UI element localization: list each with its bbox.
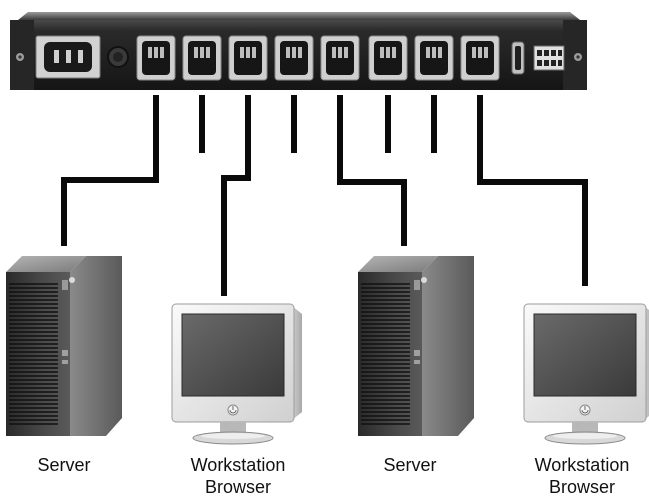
power-outlet-icon — [320, 35, 360, 81]
power-button-icon — [69, 277, 75, 283]
server-tower-icon — [358, 256, 474, 436]
outlet-row — [136, 35, 500, 81]
workstation-monitor-icon — [523, 303, 649, 445]
rack-screw-icon — [574, 53, 582, 61]
dip-switch-icon — [533, 45, 565, 71]
server-tower-icon — [6, 256, 122, 436]
label-line: Server — [37, 455, 91, 475]
iec-power-inlet-icon — [35, 35, 101, 79]
serial-port-icon — [511, 41, 525, 75]
label-line: Workstation — [534, 455, 630, 475]
cable-to-server-2 — [337, 95, 407, 246]
device-label-server-2: Server — [340, 454, 480, 476]
power-outlet-icon — [228, 35, 268, 81]
device-label-server-1: Server — [0, 454, 134, 476]
power-outlet-icon — [136, 35, 176, 81]
cable-to-workstation-2 — [477, 95, 588, 286]
power-outlet-icon — [182, 35, 222, 81]
power-button-icon — [421, 277, 427, 283]
power-outlet-icon — [414, 35, 454, 81]
cable-to-workstation-1 — [221, 95, 251, 296]
label-line: Browser — [204, 477, 271, 497]
device-label-workstation-1: Workstation Browser — [168, 454, 308, 498]
power-outlet-icon — [274, 35, 314, 81]
label-line: Server — [383, 455, 437, 475]
pdu-unit — [10, 12, 587, 90]
power-outlet-icon — [460, 35, 500, 81]
label-line: Workstation — [190, 455, 286, 475]
workstation-monitor-icon — [171, 303, 302, 445]
reset-button-icon — [107, 46, 129, 68]
rack-screw-icon — [16, 53, 24, 61]
power-cables — [61, 95, 588, 296]
label-line: Browser — [548, 477, 615, 497]
power-button-icon — [227, 404, 239, 416]
device-label-workstation-2: Workstation Browser — [512, 454, 649, 498]
power-outlet-icon — [368, 35, 408, 81]
power-button-icon — [579, 404, 591, 416]
cable-to-server-1 — [61, 95, 159, 246]
